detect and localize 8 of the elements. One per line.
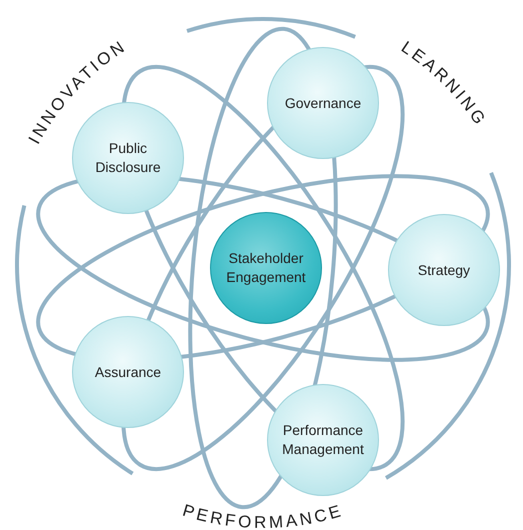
node-label: Performance Management [281,421,365,459]
node-label: Stakeholder Engagement [225,249,307,287]
circle-node [210,212,322,324]
ring-label: PERFORMANCE [180,500,346,530]
node-label: Public Disclosure [95,140,162,177]
node-label: Strategy [416,260,472,280]
node-label: Assurance [94,362,162,382]
node-label: Governance [284,94,362,112]
